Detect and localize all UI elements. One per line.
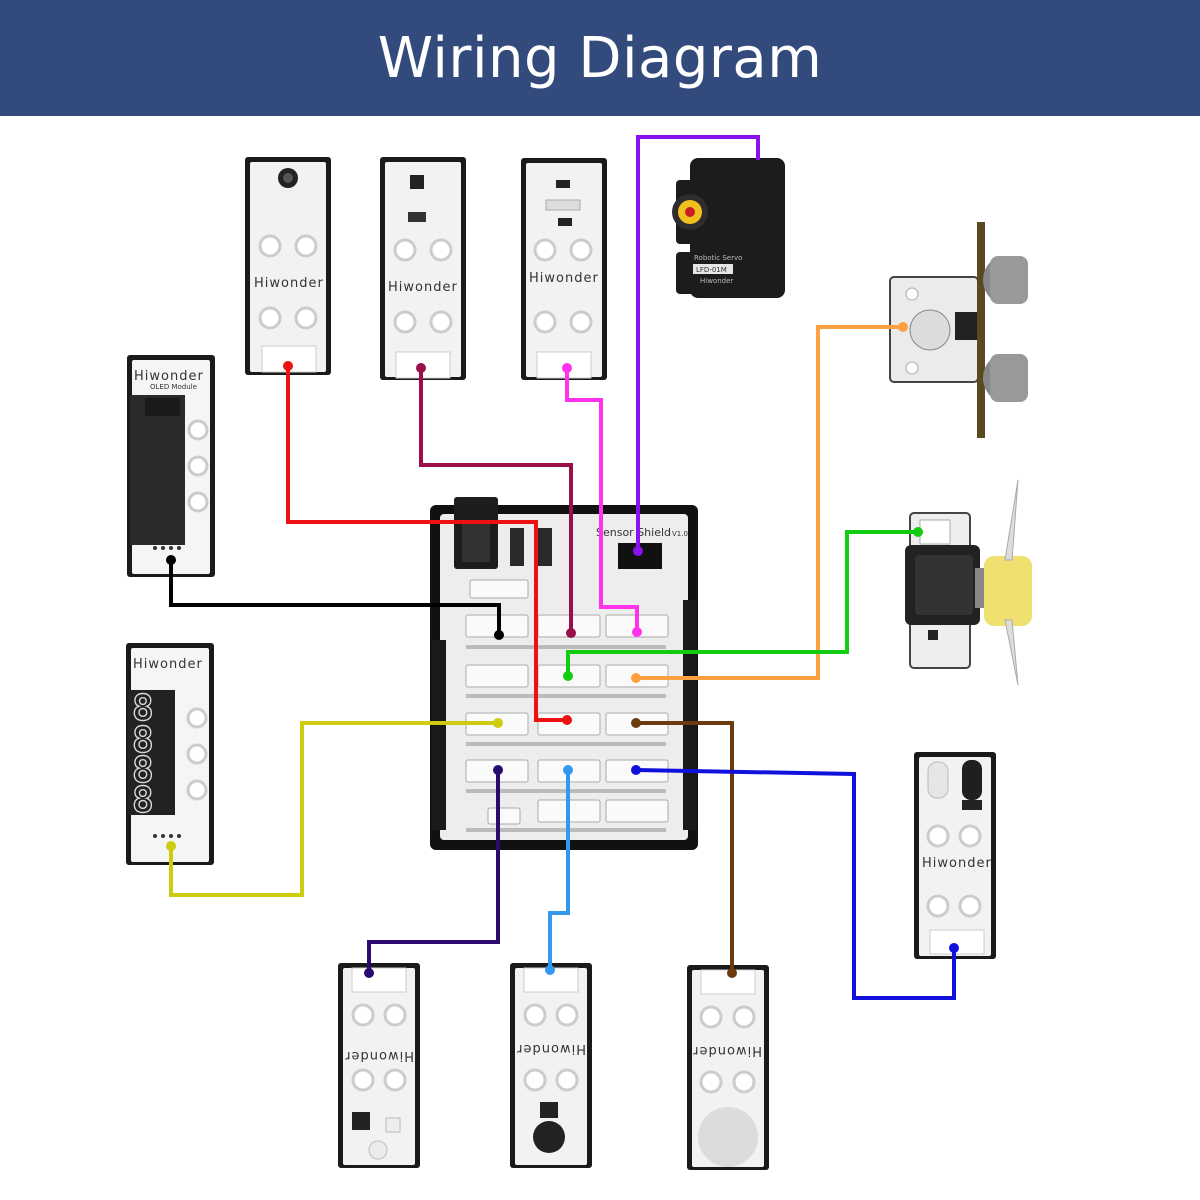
wire-end-brown [631, 718, 641, 728]
top-module-1: Hiwonder [245, 157, 331, 375]
shield-version: V1.0 [672, 530, 688, 538]
oled-brand: Hiwonder [134, 369, 204, 384]
wire-end-red [562, 715, 572, 725]
segment-digit: 8 [132, 688, 154, 729]
bottom-module-3: Hiwonder [687, 965, 769, 1170]
module-brand: Hiwonder [344, 1048, 414, 1063]
wire-end-green [913, 527, 923, 537]
fan-module [905, 479, 1032, 686]
wire-end-orange [898, 322, 908, 332]
wire-end-green [563, 671, 573, 681]
module-brand: Hiwonder [388, 280, 458, 295]
wire-lightblue [548, 770, 570, 970]
wire-orange [636, 325, 903, 680]
wire-brown [636, 721, 734, 973]
bottom-module-2: Hiwonder [510, 963, 592, 1168]
wires [169, 135, 956, 1000]
module-brand: Hiwonder [529, 271, 599, 286]
wire-end-maroon [416, 363, 426, 373]
capacitor [510, 528, 524, 566]
servo-label-1: Robotic Servo [694, 254, 742, 262]
wire-end-lightblue [545, 965, 555, 975]
wire-end-yellow [166, 841, 176, 851]
digit-display-brand: Hiwonder [133, 657, 203, 672]
wire-end-magenta [632, 627, 642, 637]
ir-module-right: Hiwonder [914, 752, 996, 959]
capacitor [538, 528, 552, 566]
shield-label: Sensor Shield [596, 526, 671, 539]
wire-end-indigo [364, 968, 374, 978]
dc-jack-inner [462, 520, 490, 562]
wire-end-yellow [493, 718, 503, 728]
wire-endpoints [166, 322, 959, 978]
wire-black [169, 560, 501, 635]
wire-green [566, 530, 918, 676]
wire-blue [635, 768, 956, 1000]
wire-end-orange [631, 673, 641, 683]
top-module-2: Hiwonder [380, 157, 466, 380]
digit-display-module: Hiwonder 8 8 8 8 [126, 643, 214, 865]
segment-digit: 8 [132, 750, 154, 791]
wire-end-magenta [562, 363, 572, 373]
oled-module: Hiwonder OLED Module [127, 355, 215, 577]
wire-end-black [166, 555, 176, 565]
servo-model: LFD-01M [696, 266, 727, 274]
top-module-3: Hiwonder [521, 158, 607, 380]
wire-end-red [283, 361, 293, 371]
servo-motor: Robotic Servo LFD-01M Hiwonder [672, 158, 785, 298]
wire-purple [636, 135, 760, 551]
wire-end-blue [631, 765, 641, 775]
module-brand: Hiwonder [516, 1041, 586, 1056]
wire-end-blue [949, 943, 959, 953]
page-title: Wiring Diagram [377, 25, 823, 91]
wire-red [286, 366, 567, 722]
wire-end-lightblue [563, 765, 573, 775]
wire-indigo [367, 770, 500, 973]
wire-end-brown [727, 968, 737, 978]
segment-digit: 8 [132, 780, 154, 821]
wire-end-purple [633, 546, 643, 556]
wire-maroon [419, 368, 573, 633]
right-pin-header [683, 600, 697, 830]
module-brand: Hiwonder [254, 276, 324, 291]
ultrasonic-sensor [889, 222, 1028, 438]
wire-end-indigo [493, 765, 503, 775]
wire-end-maroon [566, 628, 576, 638]
wire-end-black [494, 630, 504, 640]
segment-digit: 8 [132, 720, 154, 761]
oled-subtitle: OLED Module [150, 383, 197, 391]
servo-brand: Hiwonder [700, 277, 733, 285]
wire-magenta [565, 368, 639, 632]
header-bar: Wiring Diagram [0, 0, 1200, 116]
shield-port [469, 579, 529, 599]
bottom-module-1: Hiwonder [338, 963, 420, 1168]
module-brand: Hiwonder [922, 856, 992, 871]
module-brand: Hiwonder [692, 1043, 762, 1058]
left-pin-header [432, 640, 446, 830]
wire-yellow [169, 721, 498, 897]
